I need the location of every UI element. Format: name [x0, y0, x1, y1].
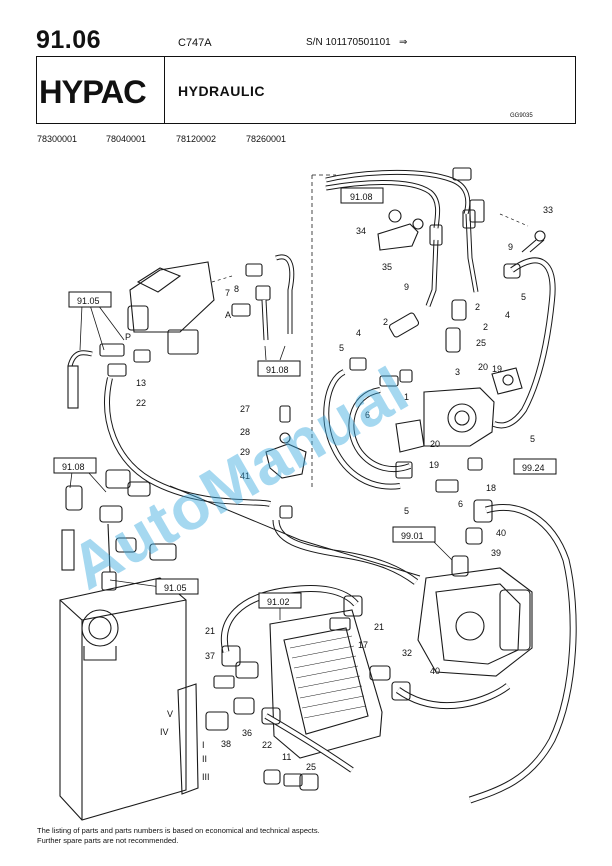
reference-label: 91.05 — [77, 296, 100, 306]
reference-label: 91.08 — [266, 365, 289, 375]
callout-label: 4 — [505, 310, 510, 320]
part-callouts: 33 34 35 9 9 5 4 2 2 25 2 4 5 3 1 6 20 1… — [125, 205, 553, 782]
reference-label: 91.05 — [164, 583, 187, 593]
callout-label: I — [202, 740, 205, 750]
callout-label: 6 — [365, 410, 370, 420]
cross-references: 91.08 91.05 91.08 91.08 91.05 99.24 99.0… — [53, 187, 557, 609]
callout-label: 2 — [483, 322, 488, 332]
callout-label: P — [125, 332, 131, 342]
callout-label: 9 — [508, 242, 513, 252]
arrow-right-icon: ⇒ — [399, 37, 408, 48]
callout-label: 27 — [240, 404, 250, 414]
callout-label: 22 — [262, 740, 272, 750]
reference-box: 99.24 — [513, 458, 557, 475]
reference-label: 91.02 — [267, 597, 290, 607]
reference-label: 99.01 — [401, 531, 424, 541]
reference-label: 91.08 — [350, 192, 373, 202]
reference-label: 99.24 — [522, 463, 545, 473]
callout-label: V — [167, 709, 173, 719]
callout-label: 8 — [234, 284, 239, 294]
callout-label: 17 — [358, 640, 368, 650]
reference-box: 91.05 — [68, 291, 112, 308]
callout-label: 5 — [521, 292, 526, 302]
callout-label: 2 — [475, 302, 480, 312]
callout-label: 19 — [492, 364, 502, 374]
callout-label: 28 — [240, 427, 250, 437]
logo-cell — [36, 56, 165, 124]
callout-label: 21 — [374, 622, 384, 632]
footer-note: The listing of parts and parts numbers i… — [37, 826, 320, 846]
callout-label: 19 — [429, 460, 439, 470]
callout-label: 25 — [306, 762, 316, 772]
callout-label: 36 — [242, 728, 252, 738]
callout-label: IV — [160, 727, 169, 737]
callout-label: 25 — [476, 338, 486, 348]
serial-code: 78260001 — [246, 134, 287, 144]
callout-label: 9 — [404, 282, 409, 292]
callout-label: 29 — [240, 447, 250, 457]
callout-label: 5 — [404, 506, 409, 516]
footer-line: Further spare parts are not recommended. — [37, 836, 179, 845]
callout-label: 20 — [478, 362, 488, 372]
serial-code: 78040001 — [106, 134, 147, 144]
serial-code: 78300001 — [37, 134, 78, 144]
callout-label: 4 — [356, 328, 361, 338]
callout-label: 18 — [486, 483, 496, 493]
callout-label: 7 — [225, 288, 230, 298]
reference-label: 91.08 — [62, 462, 85, 472]
model-code: C747A — [178, 37, 212, 49]
reference-box: 91.02 — [258, 592, 302, 609]
callout-label: 5 — [530, 434, 535, 444]
brand-logo: HYPAC — [38, 74, 147, 110]
callout-label: 2 — [383, 317, 388, 327]
drawing-reference: GG9035 — [510, 113, 533, 119]
callout-label: 37 — [205, 651, 215, 661]
callout-label: II — [202, 754, 207, 764]
callout-label: 38 — [221, 739, 231, 749]
callout-label: 32 — [402, 648, 412, 658]
callout-label: 1 — [404, 392, 409, 402]
callout-label: 41 — [240, 471, 250, 481]
callout-label: 39 — [491, 548, 501, 558]
callout-label: A — [225, 310, 231, 320]
callout-label: 5 — [339, 343, 344, 353]
group-title: HYDRAULIC — [178, 83, 265, 99]
callout-label: 34 — [356, 226, 366, 236]
serial-number: S/N 101170501101 — [306, 37, 391, 48]
callout-label: 3 — [455, 367, 460, 377]
reference-box: 91.08 — [257, 360, 301, 377]
serial-code: 78120002 — [176, 134, 217, 144]
callout-label: 13 — [136, 378, 146, 388]
title-block — [36, 56, 576, 124]
callout-label: 33 — [543, 205, 553, 215]
callout-label: 21 — [205, 626, 215, 636]
footer-line: The listing of parts and parts numbers i… — [37, 826, 320, 835]
callout-label: 40 — [496, 528, 506, 538]
serial-range: S/N 101170501101 ⇒ — [306, 37, 407, 48]
callout-label: III — [202, 772, 210, 782]
callout-label: 35 — [382, 262, 392, 272]
section-number: 91.06 — [36, 26, 102, 54]
reference-box: 91.05 — [155, 578, 199, 595]
diagram-linework — [59, 167, 577, 821]
reference-box: 91.08 — [340, 187, 384, 204]
callout-label: 20 — [430, 439, 440, 449]
reference-box: 99.01 — [392, 526, 436, 543]
callout-label: 6 — [458, 499, 463, 509]
callout-label: 40 — [430, 666, 440, 676]
callout-label: 11 — [282, 752, 291, 762]
reference-box: 91.08 — [53, 457, 97, 474]
callout-label: 22 — [136, 398, 146, 408]
